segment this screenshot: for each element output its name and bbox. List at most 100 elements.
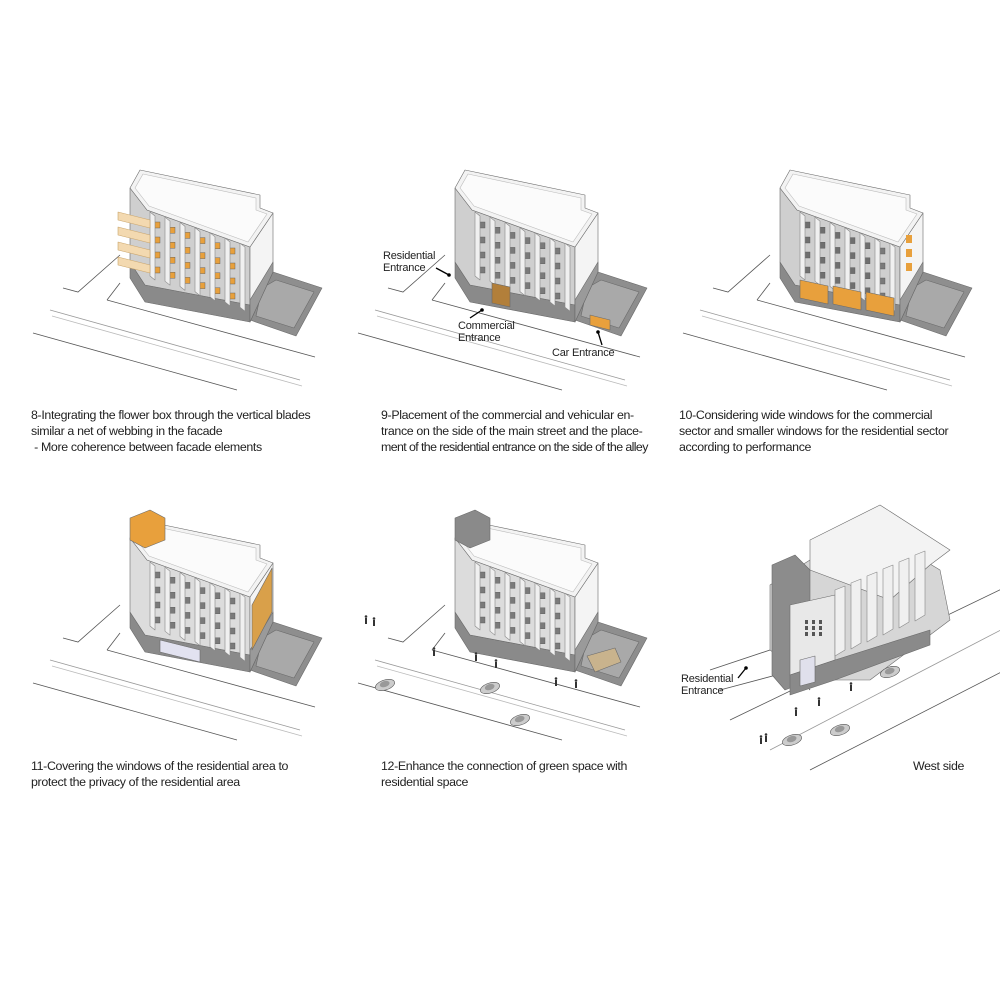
- vertical-blade: [164, 566, 171, 636]
- west-opening: [812, 620, 815, 624]
- vertical-blade: [534, 582, 541, 652]
- caption-8: 8-Integrating the flower box through the…: [31, 407, 341, 455]
- arrow-head: [480, 308, 484, 312]
- podium-inner: [255, 629, 315, 679]
- vertical-blade: [829, 222, 836, 291]
- west-opening: [812, 626, 815, 630]
- vertical-blade: [889, 242, 896, 312]
- road-line: [701, 315, 953, 387]
- vertical-blade: [194, 577, 201, 646]
- flower-box: [117, 241, 151, 259]
- road-line: [809, 672, 1000, 771]
- west-opening: [805, 626, 808, 630]
- side-base: [574, 261, 599, 323]
- podium-inner: [905, 279, 965, 329]
- caption-line: protect the privacy of the residential a…: [31, 775, 240, 789]
- roof-inner: [784, 173, 918, 243]
- vertical-blade: [564, 592, 571, 662]
- podium-inner: [580, 279, 640, 329]
- entrance-glazing: [799, 655, 816, 687]
- caption-line: residential space: [381, 775, 469, 789]
- site-boundary: [106, 649, 316, 708]
- person-figure: [850, 685, 852, 691]
- rooftop-box: [129, 509, 166, 549]
- vertical-blade: [859, 232, 866, 302]
- vertical-blade: [239, 242, 246, 312]
- residential-window: [906, 249, 912, 257]
- flower-box: [117, 211, 151, 229]
- label-residential-entrance: Residential Entrance: [383, 250, 435, 274]
- site-boundary: [62, 604, 121, 643]
- road-line: [49, 309, 301, 381]
- person-figure: [574, 679, 578, 682]
- vertical-blade: [504, 572, 511, 641]
- vertical-blade: [834, 585, 846, 657]
- side-base: [574, 611, 599, 673]
- road-line: [51, 665, 303, 737]
- person-figure: [494, 659, 498, 662]
- road-line: [357, 332, 563, 391]
- vertical-blade: [224, 237, 231, 307]
- car-roof: [514, 715, 525, 723]
- person-figure: [795, 710, 797, 716]
- vertical-blade: [489, 216, 496, 286]
- caption-10: 10-Considering wide windows for the comm…: [679, 407, 969, 455]
- commercial-window: [799, 279, 829, 305]
- caption-line: 9-Placement of the commercial and vehicu…: [381, 408, 634, 422]
- road-line: [32, 682, 238, 741]
- vertical-blade: [489, 566, 496, 636]
- label-line: Entrance: [458, 332, 501, 344]
- site-boundary: [756, 282, 771, 301]
- label-line: Residential: [681, 673, 734, 685]
- vertical-blade: [799, 211, 806, 281]
- vertical-blade: [549, 587, 556, 657]
- vertical-blade: [149, 561, 156, 631]
- caption-line: - More coherence between facade elements: [31, 440, 262, 454]
- commercial-window: [865, 291, 895, 317]
- vertical-blade: [179, 222, 186, 291]
- site-boundary: [387, 604, 446, 643]
- arrow-head: [447, 273, 451, 277]
- person-figure: [475, 655, 477, 661]
- vertical-blade: [519, 227, 526, 296]
- flower-box: [117, 226, 151, 244]
- person-figure: [495, 662, 497, 668]
- panel-8-drawing: [32, 169, 323, 391]
- person-figure: [794, 707, 798, 710]
- west-opening: [805, 632, 808, 636]
- vertical-blade: [239, 592, 246, 662]
- road-line: [769, 629, 1000, 751]
- person-figure: [364, 615, 368, 618]
- road-line: [357, 682, 563, 741]
- vertical-blade: [850, 578, 862, 650]
- vertical-blade: [898, 557, 910, 629]
- vertical-blade: [209, 582, 216, 652]
- vertical-blade: [866, 571, 878, 643]
- caption-line: similar a net of webbing in the facade: [31, 424, 223, 438]
- site-boundary: [431, 299, 641, 358]
- label-line: Entrance: [383, 262, 426, 274]
- vertical-blade: [179, 572, 186, 641]
- caption-line: 11-Covering the windows of the residenti…: [31, 759, 289, 773]
- caption-line: 12-Enhance the connection of green space…: [381, 759, 628, 773]
- site-boundary: [106, 632, 121, 651]
- road-line: [699, 309, 951, 381]
- car-roof: [834, 725, 845, 733]
- person-figure: [575, 682, 577, 688]
- person-figure: [759, 735, 763, 738]
- side-base: [899, 261, 924, 323]
- caption-line: according to performance: [679, 440, 812, 454]
- car-roof: [786, 735, 797, 743]
- vertical-blade: [474, 561, 481, 631]
- roof-inner: [134, 173, 268, 243]
- caption-line: 8-Integrating the flower box through the…: [31, 408, 311, 422]
- caption-line: sector and smaller windows for the resid…: [679, 424, 949, 438]
- rooftop-box: [454, 509, 491, 549]
- person-figure: [817, 697, 821, 700]
- commercial-entrance-door: [491, 282, 511, 308]
- road-line: [682, 332, 888, 391]
- vertical-blade: [549, 237, 556, 307]
- label-car-entrance: Car Entrance: [552, 347, 615, 359]
- caption-line: ment of the residential entrance on the …: [381, 440, 648, 454]
